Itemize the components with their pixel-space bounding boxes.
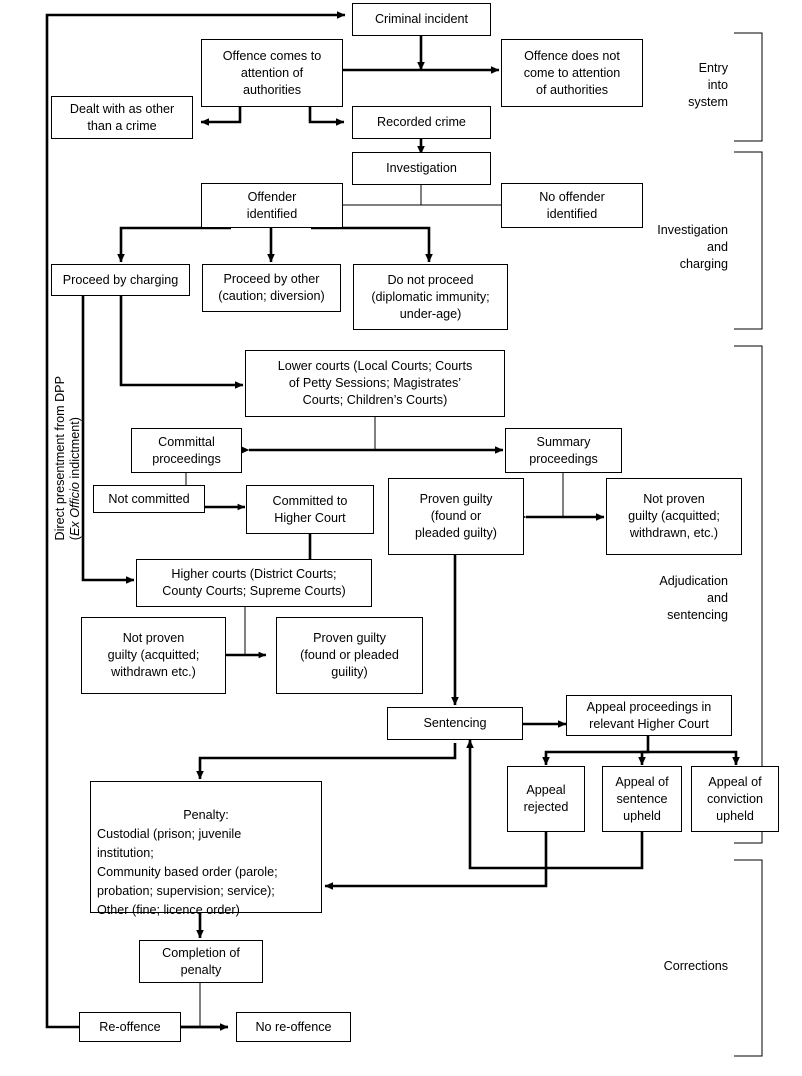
node-not-committed[interactable]: Not committed bbox=[93, 485, 205, 513]
section-label-investigation: Investigation and charging bbox=[657, 223, 728, 271]
node-appeal-of-conviction-upheld[interactable]: Appeal of conviction upheld bbox=[691, 766, 779, 832]
node-appeal-rejected[interactable]: Appeal rejected bbox=[507, 766, 585, 832]
section-label-corrections: Corrections bbox=[663, 959, 728, 973]
node-higher-courts[interactable]: Higher courts (District Courts; County C… bbox=[136, 559, 372, 607]
node-criminal-incident[interactable]: Criminal incident bbox=[352, 3, 491, 36]
node-no-offender-identified[interactable]: No offender identified bbox=[501, 183, 643, 228]
node-offence-does-not-come-to-attention[interactable]: Offence does not come to attention of au… bbox=[501, 39, 643, 107]
node-no-re-offence[interactable]: No re-offence bbox=[236, 1012, 351, 1042]
section-label-adjudication: Adjudication and sentencing bbox=[659, 574, 728, 622]
section-label-entry: Entry into system bbox=[688, 61, 728, 109]
node-dealt-with-as-other-than-a-crime[interactable]: Dealt with as other than a crime bbox=[51, 96, 193, 139]
node-do-not-proceed[interactable]: Do not proceed (diplomatic immunity; und… bbox=[353, 264, 508, 330]
penalty-body: Custodial (prison; juvenile institution;… bbox=[97, 827, 278, 917]
node-investigation[interactable]: Investigation bbox=[352, 152, 491, 185]
node-re-offence[interactable]: Re-offence bbox=[79, 1012, 181, 1042]
node-proceed-by-other[interactable]: Proceed by other (caution; diversion) bbox=[202, 264, 341, 312]
node-proceed-by-charging[interactable]: Proceed by charging bbox=[51, 264, 190, 296]
node-not-proven-guilty-summary[interactable]: Not proven guilty (acquitted; withdrawn,… bbox=[606, 478, 742, 555]
penalty-content: Penalty: Custodial (prison; juvenile inst… bbox=[97, 787, 315, 920]
dpp-label-line-1: Direct presentment from DPP bbox=[53, 375, 67, 540]
node-lower-courts[interactable]: Lower courts (Local Courts; Courts of Pe… bbox=[245, 350, 505, 417]
penalty-title: Penalty: bbox=[183, 808, 229, 822]
node-committal-proceedings[interactable]: Committal proceedings bbox=[131, 428, 242, 473]
node-not-proven-guilty-higher[interactable]: Not proven guilty (acquitted; withdrawn … bbox=[81, 617, 226, 694]
node-proven-guilty-higher[interactable]: Proven guilty (found or pleaded guility) bbox=[276, 617, 423, 694]
node-offender-identified[interactable]: Offender identified bbox=[201, 183, 343, 228]
node-recorded-crime[interactable]: Recorded crime bbox=[352, 106, 491, 139]
node-appeal-proceedings[interactable]: Appeal proceedings in relevant Higher Co… bbox=[566, 695, 732, 736]
node-committed-to-higher-court[interactable]: Committed to Higher Court bbox=[246, 485, 374, 534]
node-appeal-of-sentence-upheld[interactable]: Appeal of sentence upheld bbox=[602, 766, 682, 832]
dpp-direct-presentment-label: Direct presentment from DPP(Ex Officio i… bbox=[53, 280, 83, 540]
node-summary-proceedings[interactable]: Summary proceedings bbox=[505, 428, 622, 473]
node-offence-comes-to-attention[interactable]: Offence comes to attention of authoritie… bbox=[201, 39, 343, 107]
dpp-label-line-2: (Ex Officio indictment) bbox=[68, 416, 82, 540]
node-sentencing[interactable]: Sentencing bbox=[387, 707, 523, 740]
node-proven-guilty-summary[interactable]: Proven guilty (found or pleaded guilty) bbox=[388, 478, 524, 555]
node-completion-of-penalty[interactable]: Completion of penalty bbox=[139, 940, 263, 983]
node-penalty[interactable]: Penalty: Custodial (prison; juvenile inst… bbox=[90, 781, 322, 917]
